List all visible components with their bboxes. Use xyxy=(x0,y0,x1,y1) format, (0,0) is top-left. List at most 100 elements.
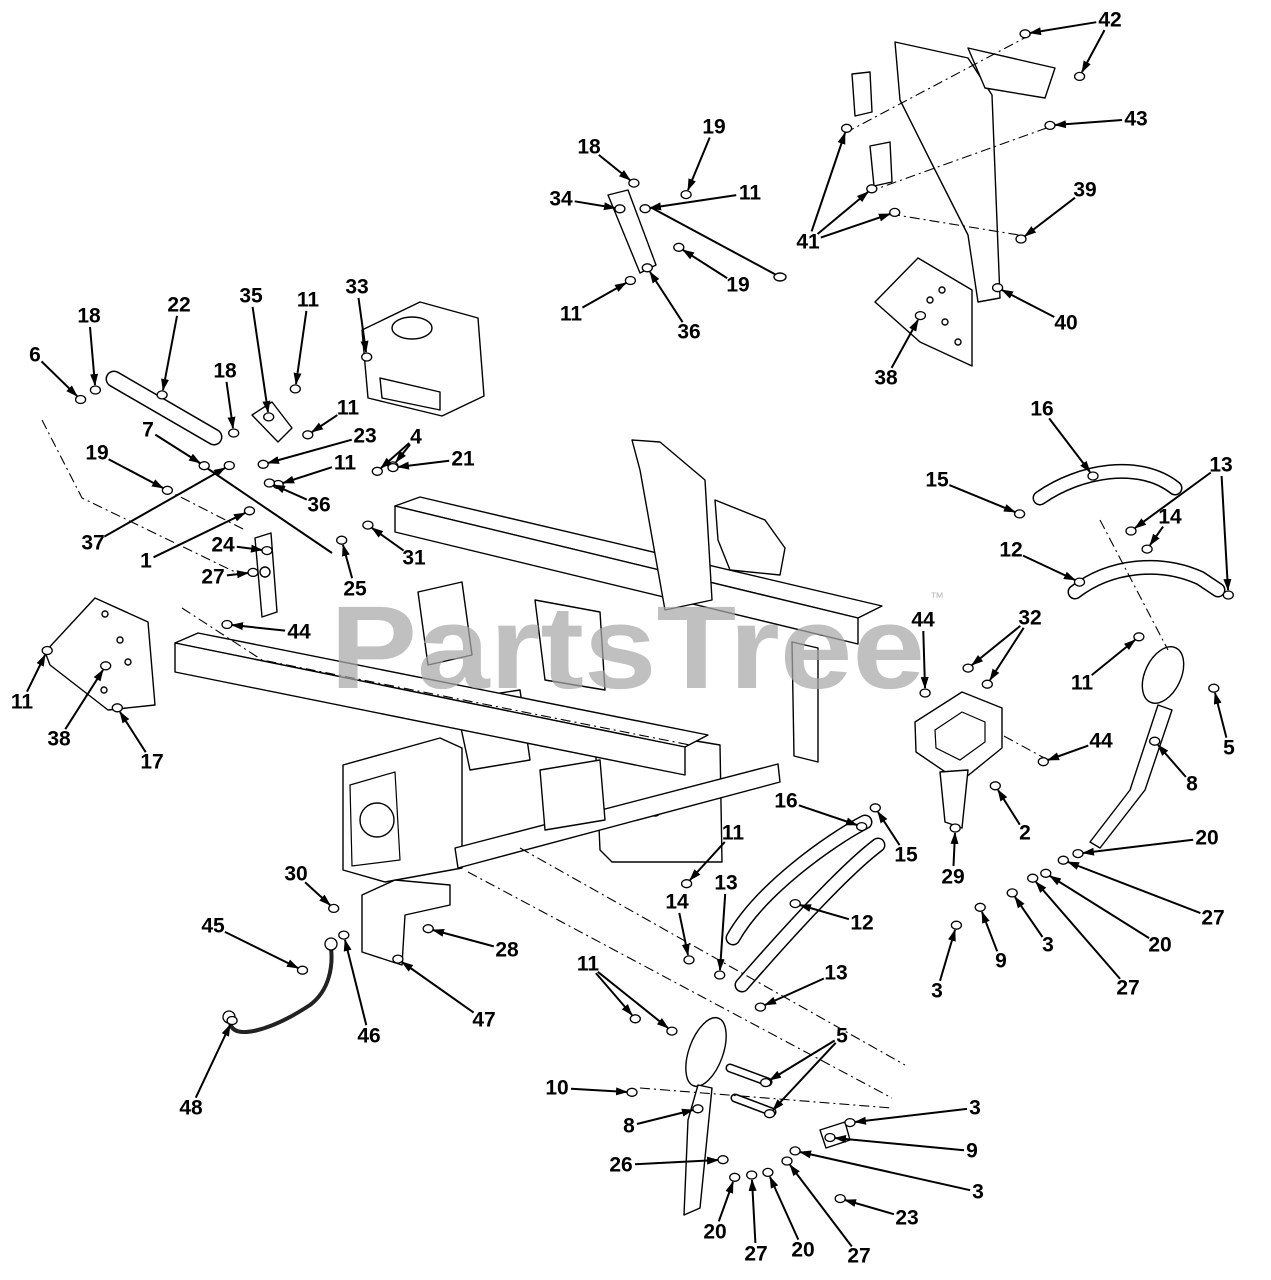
hardware-part xyxy=(1073,577,1086,587)
pedal-fitting xyxy=(819,1121,851,1149)
leader-line xyxy=(950,832,959,867)
leader-line xyxy=(939,929,956,982)
leader-line xyxy=(1014,896,1044,938)
hardware-part xyxy=(762,1167,774,1178)
leader-line xyxy=(357,297,369,353)
leader-line xyxy=(634,1156,719,1166)
callout-number: 42 xyxy=(1098,9,1121,32)
callout-number: 16 xyxy=(774,790,797,813)
pedal-hub-right xyxy=(1141,646,1185,704)
leader-line xyxy=(1157,744,1187,778)
leader-line xyxy=(89,326,99,386)
alignment-line xyxy=(467,871,893,1099)
plate-hole xyxy=(938,286,946,294)
hardware-part xyxy=(198,461,210,471)
control-unit-cap xyxy=(391,316,433,340)
leader-line xyxy=(154,433,201,464)
plate-hole xyxy=(926,296,934,304)
leader-line xyxy=(981,911,999,952)
left-mount-plate xyxy=(44,597,156,711)
hose-bottom-a xyxy=(727,816,871,944)
alignment-line xyxy=(162,487,246,531)
leader-line xyxy=(224,931,299,969)
control-rod xyxy=(197,461,333,554)
leader-line xyxy=(1048,417,1091,473)
hardware-part xyxy=(1040,868,1052,878)
leader-line xyxy=(820,213,891,239)
leader-line xyxy=(595,972,633,1016)
alignment-line xyxy=(1099,519,1169,651)
callout-number: 18 xyxy=(77,305,101,328)
hardware-part xyxy=(639,204,651,214)
hardware-part xyxy=(889,207,901,218)
rear-vertical-plate xyxy=(791,641,819,763)
leader-line xyxy=(949,484,1016,513)
leader-line xyxy=(1091,639,1136,676)
hardware-part xyxy=(962,663,974,673)
callout-number: 2 xyxy=(1019,822,1031,845)
leader-line xyxy=(40,360,78,397)
leader-line xyxy=(161,315,178,391)
callout-number: 43 xyxy=(1124,108,1147,131)
callout-number: 14 xyxy=(1158,506,1182,529)
callout-number: 18 xyxy=(577,136,601,159)
near-frame-rail-side xyxy=(174,642,686,776)
hardware-part xyxy=(223,460,235,471)
callout-number: 13 xyxy=(1209,454,1232,477)
hardware-part xyxy=(919,688,931,698)
hardware-part xyxy=(840,123,853,133)
leader-line xyxy=(789,1164,853,1248)
callout-number: 11 xyxy=(11,691,34,714)
alignment-line xyxy=(844,33,1033,134)
pivot-bracket xyxy=(251,401,293,443)
control-arm-pivot xyxy=(259,566,271,578)
hardware-part xyxy=(1141,544,1153,554)
hardware-part xyxy=(1133,632,1145,642)
callout-number: 1 xyxy=(140,550,152,573)
callout-number: 46 xyxy=(357,1025,380,1048)
hardware-part xyxy=(856,821,868,832)
callout-number: 8 xyxy=(623,1115,635,1138)
hardware-part xyxy=(371,466,383,476)
hardware-part xyxy=(161,485,174,495)
steering-post-upper xyxy=(631,439,713,611)
leader-line xyxy=(574,200,616,211)
hardware-part xyxy=(714,970,726,980)
hardware-part xyxy=(624,275,637,286)
leader-line xyxy=(799,1150,971,1192)
center-crossmember xyxy=(454,763,781,869)
callout-number: 11 xyxy=(560,303,583,326)
leader-line xyxy=(798,804,858,826)
hardware-part xyxy=(1125,526,1137,536)
leader-line xyxy=(267,438,353,464)
hardware-part xyxy=(866,184,878,194)
leader-line xyxy=(597,971,669,1029)
callout-number: 19 xyxy=(702,116,725,139)
alignment-line xyxy=(181,607,691,746)
transmission-face xyxy=(349,771,401,867)
hardware-part xyxy=(746,1170,758,1180)
engine-mount-block xyxy=(417,581,473,666)
callout-number: 23 xyxy=(353,425,376,448)
plate-hole xyxy=(116,636,124,644)
watermark-trademark: ™ xyxy=(930,589,944,605)
hardware-part xyxy=(680,879,693,889)
hardware-part xyxy=(628,178,640,188)
callout-number: 11 xyxy=(1071,672,1094,695)
alignment-line xyxy=(519,847,906,1066)
callout-number: 27 xyxy=(1116,977,1139,1000)
callout-number: 11 xyxy=(337,397,360,420)
callout-number: 7 xyxy=(142,419,154,442)
callout-number: 21 xyxy=(451,448,475,471)
leader-line xyxy=(649,271,684,323)
hardware-part xyxy=(100,661,112,671)
callout-number: 26 xyxy=(609,1154,632,1177)
alignment-line xyxy=(1001,734,1049,761)
transmission-output xyxy=(359,802,395,838)
leader-line xyxy=(1220,475,1232,591)
callout-number: 10 xyxy=(545,1077,568,1100)
leader-line xyxy=(343,939,368,1026)
hardware-part xyxy=(1222,590,1234,600)
callout-number: 44 xyxy=(911,609,935,632)
